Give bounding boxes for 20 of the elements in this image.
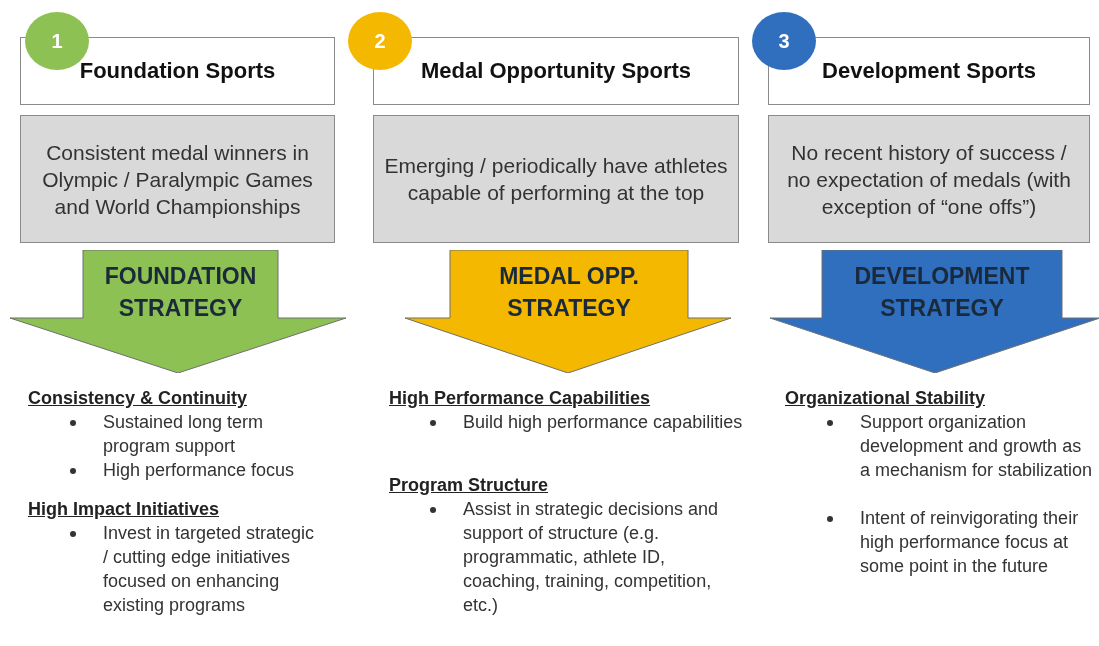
bullet-text: Assist in strategic decisions and support of structure (e.g. programmatic, athlete ID, coaching, training, competition, etc.): [463, 498, 720, 617]
description-box: Emerging / periodically have athletes capable of performing at the top: [373, 115, 739, 243]
strategy-arrow: MEDAL OPP. STRATEGY: [405, 250, 731, 373]
bullet-text: Sustained long term program support: [103, 411, 265, 458]
number-circle: 3: [752, 12, 816, 70]
section-heading: High Performance Capabilities: [389, 387, 651, 410]
description-box: No recent history of success / no expectation of medals (with exception of “one offs”): [768, 115, 1090, 243]
bullet-text: Invest in targeted strategic / cutting edge initiatives focused on enhancing existing programs: [103, 522, 316, 617]
section-heading: Consistency & Continuity: [28, 387, 247, 410]
section-heading: High Impact Initiatives: [28, 498, 220, 521]
section-heading: Organizational Stability: [785, 387, 986, 410]
number-circle: 2: [348, 12, 412, 70]
strategy-arrow: DEVELOPMENT STRATEGY: [770, 250, 1099, 373]
bullet-text: Build high performance capabilities: [463, 411, 743, 434]
description-box: Consistent medal winners in Olympic / Paralympic Games and World Championships: [20, 115, 335, 243]
section-heading: Program Structure: [389, 474, 549, 497]
bullet-text: Intent of reinvigorating their high performance focus at some point in the future: [860, 507, 1080, 578]
strategy-arrow: FOUNDATION STRATEGY: [10, 250, 346, 373]
bullet-text: High performance focus: [103, 459, 296, 482]
bullet-text: Support organization development and growth as a mechanism for stabilization: [860, 411, 1094, 482]
